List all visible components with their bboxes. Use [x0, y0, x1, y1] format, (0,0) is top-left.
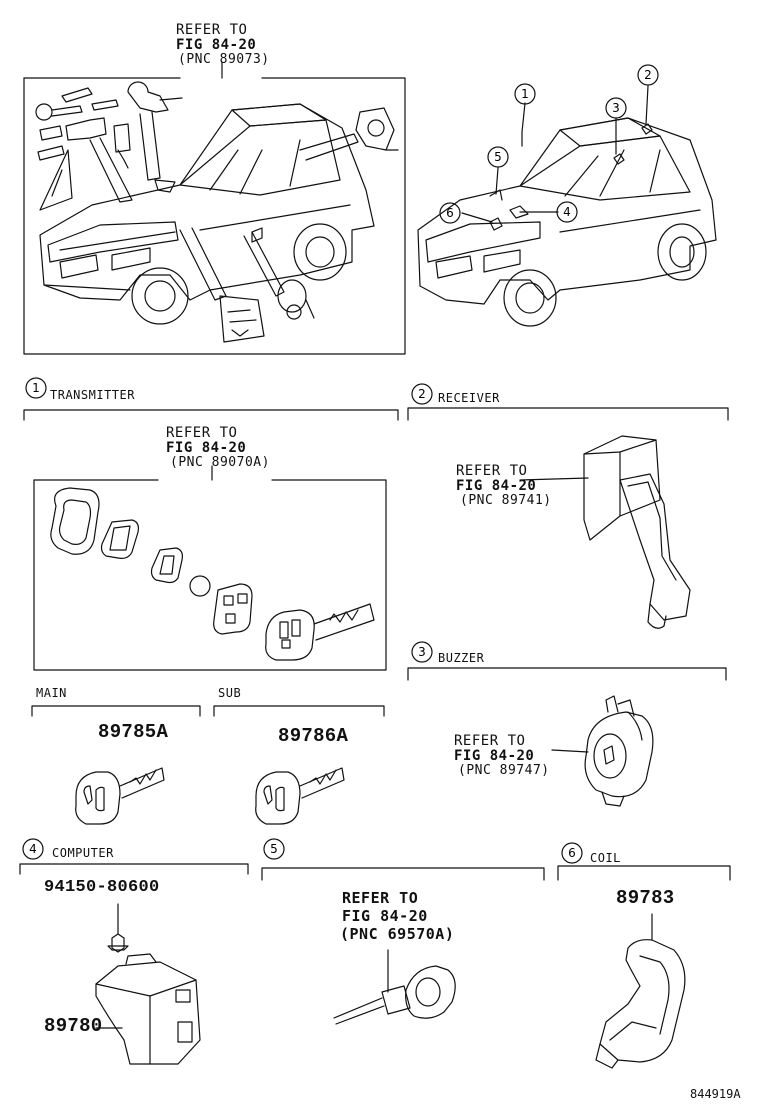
part-number-89785A: 89785A	[98, 721, 169, 743]
s3-ref-line2: FIG 84-20	[454, 748, 535, 764]
s1-ref-line1: REFER TO	[166, 425, 238, 441]
top-left-frame	[23, 61, 406, 355]
callout-circles	[439, 64, 659, 224]
computer-unit	[95, 903, 201, 1065]
section-3-number: 3	[418, 645, 426, 659]
lock-parts-cluster	[35, 81, 399, 343]
section-2-number: 2	[418, 387, 426, 401]
s5-ref-line2: FIG 84-20	[342, 907, 428, 925]
callout-6: 6	[446, 206, 454, 220]
section-3-label: BUZZER	[438, 651, 485, 665]
s3-ref-line1: REFER TO	[454, 733, 526, 749]
section-2-label: RECEIVER	[438, 391, 500, 405]
callout-3: 3	[612, 101, 620, 115]
section-brackets	[19, 407, 731, 881]
section-6-number: 6	[568, 846, 576, 860]
top-ref-line1: REFER TO	[176, 22, 248, 38]
part-number-89780: 89780	[44, 1015, 103, 1037]
coil-unit	[595, 913, 686, 1069]
callout-2: 2	[644, 68, 652, 82]
vehicle-right-illustration	[417, 117, 717, 327]
figure-id: 844919A	[690, 1087, 741, 1101]
top-ref-line3: (PNC 89073)	[178, 52, 270, 67]
s3-ref-line3: (PNC 89747)	[458, 763, 550, 778]
section-1-label: TRANSMITTER	[50, 388, 135, 402]
section-5-number: 5	[270, 842, 278, 856]
top-ref-line2: FIG 84-20	[176, 37, 257, 53]
callout-1: 1	[521, 87, 529, 101]
s2-ref-line2: FIG 84-20	[456, 478, 537, 494]
s2-ref-line3: (PNC 89741)	[460, 493, 552, 508]
part-number-89783: 89783	[616, 887, 675, 909]
s1-ref-line3: (PNC 89070A)	[170, 455, 270, 470]
s1-ref-line2: FIG 84-20	[166, 440, 247, 456]
s2-ref-line1: REFER TO	[456, 463, 528, 479]
vehicle-left-illustration	[39, 103, 375, 325]
sensor-switch	[333, 949, 456, 1025]
sub-label: SUB	[218, 686, 242, 700]
section-1-number: 1	[32, 381, 40, 395]
s5-ref-line3: (PNC 69570A)	[340, 925, 455, 943]
callout-5: 5	[494, 150, 502, 164]
callout-leaders	[461, 85, 649, 223]
sub-key	[255, 767, 345, 825]
section-4-label: COMPUTER	[52, 846, 114, 860]
section-4-number: 4	[29, 842, 37, 856]
buzzer-unit	[551, 695, 654, 807]
part-number-94150-80600: 94150-80600	[44, 878, 160, 897]
transmitter-parts	[50, 487, 375, 661]
transmitter-frame	[33, 465, 387, 671]
section-6-label: COIL	[590, 851, 621, 865]
section-number-circles	[22, 377, 583, 864]
part-number-89786A: 89786A	[278, 725, 349, 747]
receiver-unit	[519, 435, 691, 629]
main-label: MAIN	[36, 686, 67, 700]
main-key	[75, 767, 165, 825]
callout-4: 4	[563, 205, 571, 219]
s5-ref-line1: REFER TO	[342, 889, 419, 907]
